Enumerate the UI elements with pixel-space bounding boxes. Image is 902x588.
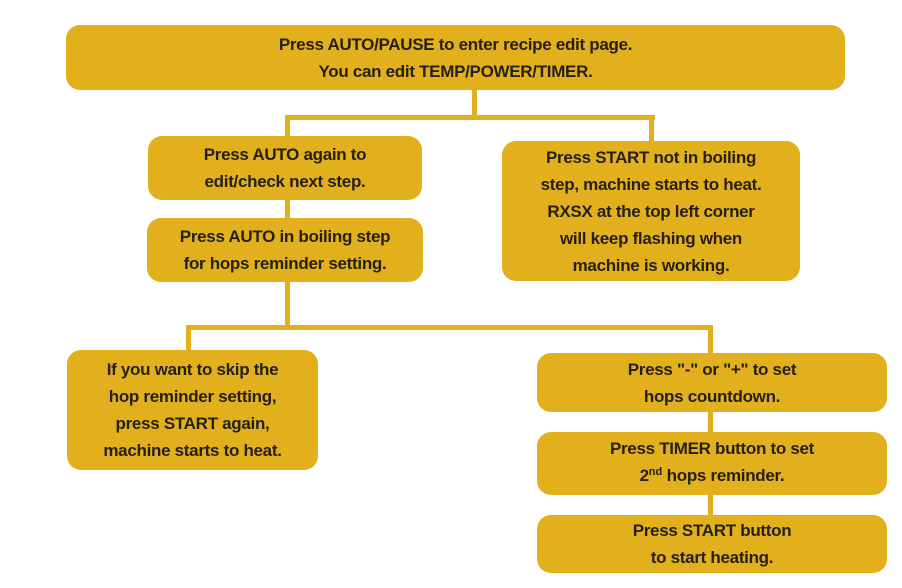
- timer-2nd-hops-line1: Press TIMER button to set: [609, 439, 815, 458]
- connector-timer-to-start: [708, 495, 713, 515]
- flow-box-start-heating: Press START button to start heating.: [537, 515, 887, 573]
- flow-box-set-hops-countdown: Press "-" or "+" to set hops countdown.: [537, 353, 887, 412]
- flow-box-auto-boiling-hops: Press AUTO in boiling step for hops remi…: [147, 218, 423, 282]
- flow-box-start-not-boiling: Press START not in boiling step, machine…: [502, 141, 800, 281]
- flow-box-auto-pause-edit: Press AUTO/PAUSE to enter recipe edit pa…: [66, 25, 845, 90]
- connector-split2-right-drop: [708, 325, 713, 353]
- connector-split2-left-drop: [186, 325, 191, 350]
- ordinal-superscript: nd: [648, 466, 663, 478]
- connector-split1-horizontal: [285, 115, 655, 120]
- connector-top-stub: [472, 90, 477, 120]
- flow-box-timer-2nd-hops: Press TIMER button to set 2nd hops remin…: [537, 432, 887, 495]
- flow-box-skip-hop-reminder: If you want to skip the hop reminder set…: [67, 350, 318, 470]
- connector-boiling-stub: [285, 282, 290, 330]
- connector-countdown-to-timer: [708, 412, 713, 432]
- connector-split1-left-drop: [285, 115, 290, 136]
- timer-2nd-hops-line2: 2nd hops reminder.: [639, 466, 785, 485]
- connector-split2-horizontal: [186, 325, 713, 330]
- flow-box-auto-next-step: Press AUTO again to edit/check next step…: [148, 136, 422, 200]
- connector-split1-right-drop: [649, 115, 654, 141]
- connector-next-to-boiling: [285, 200, 290, 218]
